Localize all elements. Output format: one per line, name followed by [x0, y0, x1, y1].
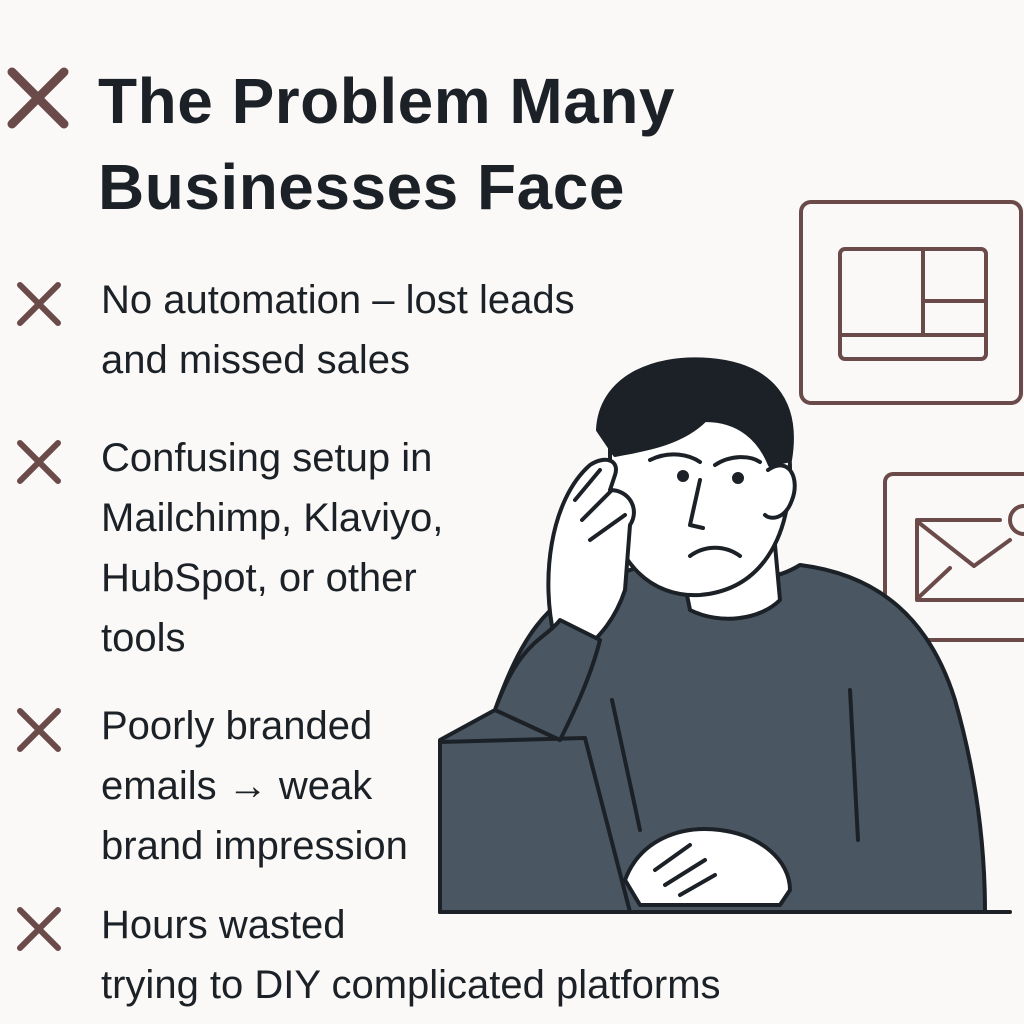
bullet-poor-branding: Poorly branded emails → weak brand impre… — [101, 696, 416, 876]
dashboard-layout-icon — [799, 200, 1023, 405]
title-cross-icon — [6, 66, 70, 130]
cross-icon — [15, 706, 63, 754]
cross-icon — [15, 280, 63, 328]
cross-icon — [15, 438, 63, 486]
bullet-confusing-setup: Confusing setup in Mailchimp, Klaviyo, H… — [101, 436, 444, 660]
man-figure — [438, 357, 1012, 914]
cross-icon — [15, 905, 63, 953]
bullet-hours-wasted: Hours wasted trying to DIY complicated p… — [101, 903, 721, 1007]
email-envelope-icon — [883, 472, 1024, 642]
bullet-no-automation: No automation – lost leads and missed sa… — [101, 278, 575, 382]
page-title: The Problem Many Businesses Face — [98, 65, 675, 223]
